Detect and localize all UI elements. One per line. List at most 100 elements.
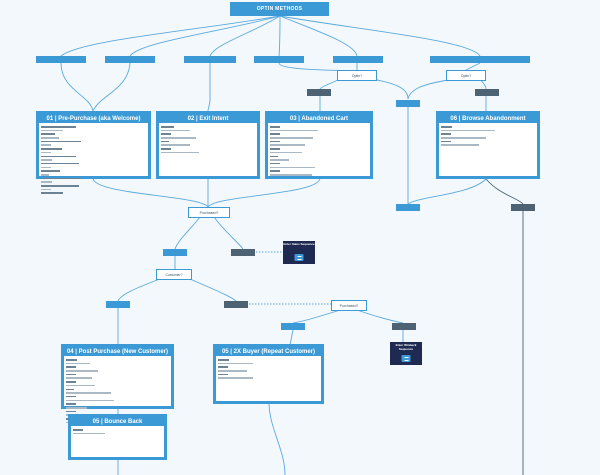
branch-no-pill xyxy=(392,323,416,330)
text-line-placeholder xyxy=(41,144,51,147)
branch-yes-pill xyxy=(163,249,187,256)
text-line-placeholder xyxy=(270,159,290,161)
text-line-placeholder xyxy=(66,395,76,398)
text-line-placeholder xyxy=(218,370,247,372)
stage-lines xyxy=(159,123,257,159)
text-line-placeholder xyxy=(161,148,171,150)
stage-box-pre-purchase: 01 | Pre-Purchase (aka Welcome) xyxy=(36,111,151,194)
text-line-placeholder xyxy=(41,140,81,143)
text-line-placeholder xyxy=(66,403,76,405)
text-line-placeholder xyxy=(41,192,64,194)
email-icon xyxy=(294,254,304,261)
text-line-placeholder xyxy=(218,377,254,380)
branch-no-pill xyxy=(224,301,248,308)
branch-yes-pill xyxy=(396,100,420,107)
text-line-placeholder xyxy=(41,173,49,176)
branch-no-pill xyxy=(475,89,499,96)
text-line-placeholder xyxy=(41,155,77,158)
text-line-placeholder xyxy=(161,151,200,154)
text-line-placeholder xyxy=(270,129,318,132)
stage-title: 05 | 2X Buyer (Repeat Customer) xyxy=(216,347,321,356)
stage-title: 01 | Pre-Purchase (aka Welcome) xyxy=(39,114,148,123)
text-line-placeholder xyxy=(41,151,51,154)
text-line-placeholder xyxy=(218,366,228,368)
text-line-placeholder xyxy=(270,151,302,154)
text-line-placeholder xyxy=(66,406,87,409)
text-line-placeholder xyxy=(270,144,306,147)
stage-box-exit-intent: 02 | Exit Intent xyxy=(156,111,260,179)
text-line-placeholder xyxy=(161,129,190,132)
stage-lines xyxy=(39,123,148,199)
stage-title: 02 | Exit Intent xyxy=(159,114,257,123)
text-line-placeholder xyxy=(41,170,61,172)
text-line-placeholder xyxy=(41,185,80,187)
branch-no-pill xyxy=(511,204,535,211)
trigger-pill xyxy=(254,56,304,63)
trigger-pill xyxy=(333,56,383,63)
text-line-placeholder xyxy=(218,359,230,361)
text-line-placeholder xyxy=(66,366,76,368)
text-line-placeholder xyxy=(66,399,114,402)
text-line-placeholder xyxy=(441,129,496,132)
stage-title: 04 | Post Purchase (New Customer) xyxy=(64,347,171,356)
text-line-placeholder xyxy=(66,359,78,361)
text-line-placeholder xyxy=(41,133,56,135)
text-line-placeholder xyxy=(66,384,95,387)
stage-title: 03 | Abandoned Cart xyxy=(268,114,370,123)
decision-node: Optin? xyxy=(337,70,377,81)
stage-lines xyxy=(268,123,370,181)
text-line-placeholder xyxy=(66,377,92,380)
branch-no-pill xyxy=(307,89,331,96)
text-line-placeholder xyxy=(161,140,169,143)
stage-box-repeat-buyer: 05 | 2X Buyer (Repeat Customer) xyxy=(213,344,324,404)
text-line-placeholder xyxy=(66,370,98,372)
end-card-winback-sequence: Enter Winback Sequence xyxy=(390,342,422,365)
stage-lines xyxy=(216,356,321,384)
stage-lines xyxy=(439,123,537,151)
text-line-placeholder xyxy=(41,148,62,150)
text-line-placeholder xyxy=(41,181,53,183)
text-line-placeholder xyxy=(73,429,83,431)
text-line-placeholder xyxy=(270,148,280,150)
text-line-placeholder xyxy=(441,140,451,143)
text-line-placeholder xyxy=(161,137,197,139)
email-icon xyxy=(401,355,411,362)
decision-node: Purchased? xyxy=(188,207,230,218)
decision-node: Optin? xyxy=(446,70,486,81)
text-line-placeholder xyxy=(270,140,280,143)
text-line-placeholder xyxy=(161,126,174,128)
text-line-placeholder xyxy=(41,188,51,191)
stage-lines xyxy=(71,426,164,439)
end-card-text: Enter Sales Sequence xyxy=(283,242,315,246)
end-card-text: Enter Winback Sequence xyxy=(395,343,417,351)
text-line-placeholder xyxy=(41,159,53,161)
stage-title: 06 | Browse Abandonment xyxy=(439,114,537,123)
text-line-placeholder xyxy=(41,129,64,132)
stage-box-bounce-back: 05 | Bounce Back xyxy=(68,414,167,460)
stage-title: 05 | Bounce Back xyxy=(71,417,164,426)
text-line-placeholder xyxy=(270,137,314,139)
stage-box-abandoned-cart: 03 | Abandoned Cart xyxy=(265,111,373,179)
text-line-placeholder xyxy=(41,166,51,169)
text-line-placeholder xyxy=(270,166,315,169)
trigger-pill xyxy=(36,56,86,63)
text-line-placeholder xyxy=(270,173,312,176)
text-line-placeholder xyxy=(66,362,90,365)
text-line-placeholder xyxy=(73,432,105,435)
text-line-placeholder xyxy=(441,144,480,147)
text-line-placeholder xyxy=(161,144,190,147)
branch-yes-pill xyxy=(281,323,305,330)
end-card-sales-sequence: Enter Sales Sequence xyxy=(283,241,315,264)
text-line-placeholder xyxy=(270,155,278,158)
text-line-placeholder xyxy=(41,177,81,180)
decision-node: Customer? xyxy=(156,269,192,280)
diagram-title: OPTIN METHODS xyxy=(230,2,329,16)
text-line-placeholder xyxy=(441,126,453,128)
branch-yes-pill xyxy=(396,204,420,211)
text-line-placeholder xyxy=(66,381,76,383)
stage-box-browse-abandonment: 06 | Browse Abandonment xyxy=(436,111,540,179)
decision-node: Purchased? xyxy=(331,300,367,311)
branch-no-pill xyxy=(231,249,255,256)
text-line-placeholder xyxy=(66,410,76,413)
